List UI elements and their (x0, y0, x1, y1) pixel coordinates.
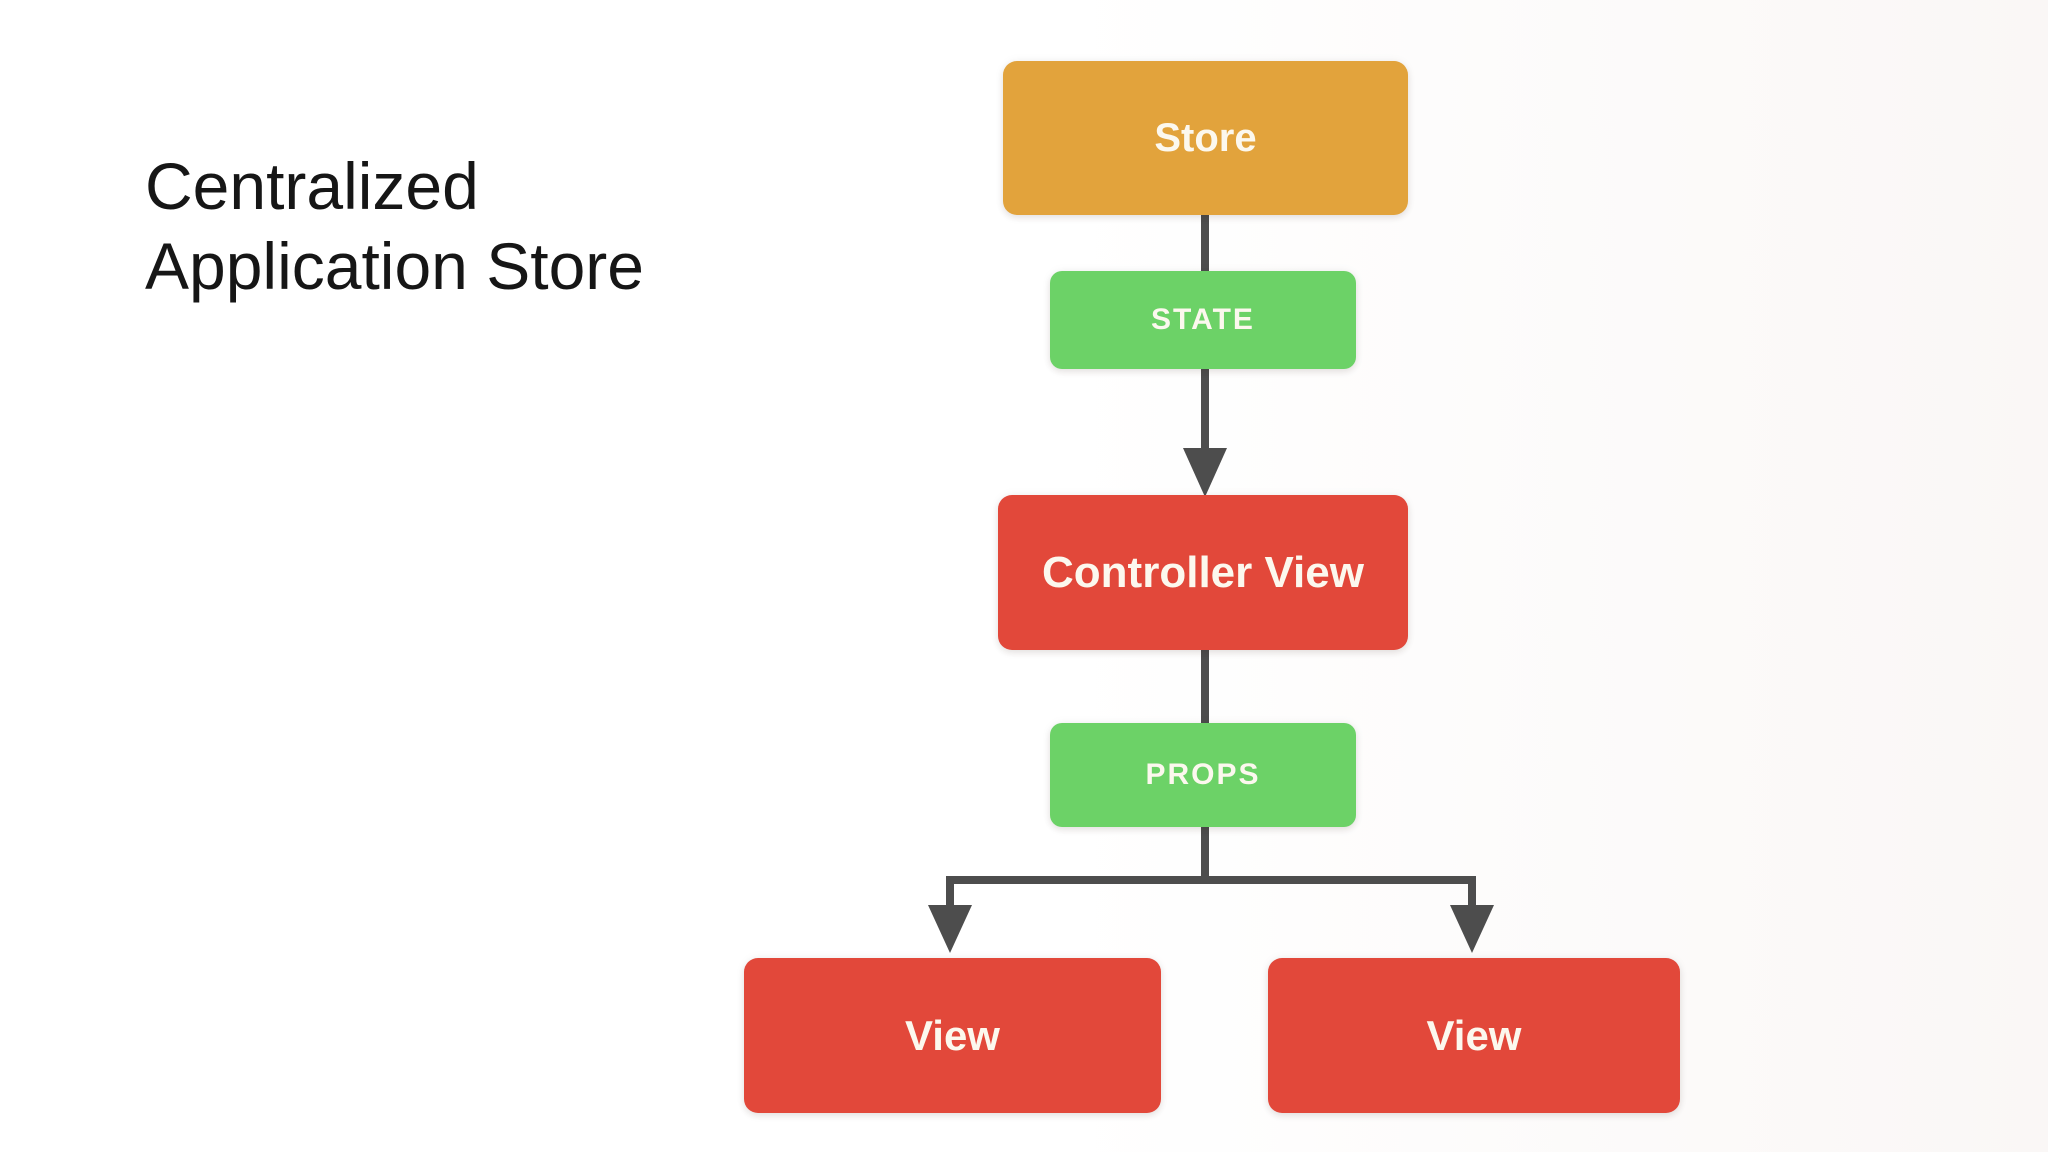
node-view-left: View (744, 958, 1161, 1113)
node-controller-view-label: Controller View (1042, 547, 1364, 597)
title-line-1: Centralized (145, 149, 479, 223)
node-view-right: View (1268, 958, 1680, 1113)
arrowhead-down-icon (1450, 905, 1494, 953)
node-store-label: Store (1154, 115, 1257, 160)
node-state-label: STATE (1151, 303, 1255, 336)
title-line-2: Application Store (145, 229, 644, 303)
arrowhead-down-icon (928, 905, 972, 953)
node-state: STATE (1050, 271, 1356, 369)
slide-title: Centralized Application Store (145, 146, 644, 306)
arrowhead-down-icon (1183, 448, 1227, 497)
node-view-left-label: View (905, 1011, 1000, 1059)
node-store: Store (1003, 61, 1408, 215)
node-view-right-label: View (1426, 1011, 1522, 1059)
node-controller-view: Controller View (998, 495, 1408, 650)
node-props: PROPS (1050, 723, 1356, 827)
node-props-label: PROPS (1145, 758, 1261, 791)
